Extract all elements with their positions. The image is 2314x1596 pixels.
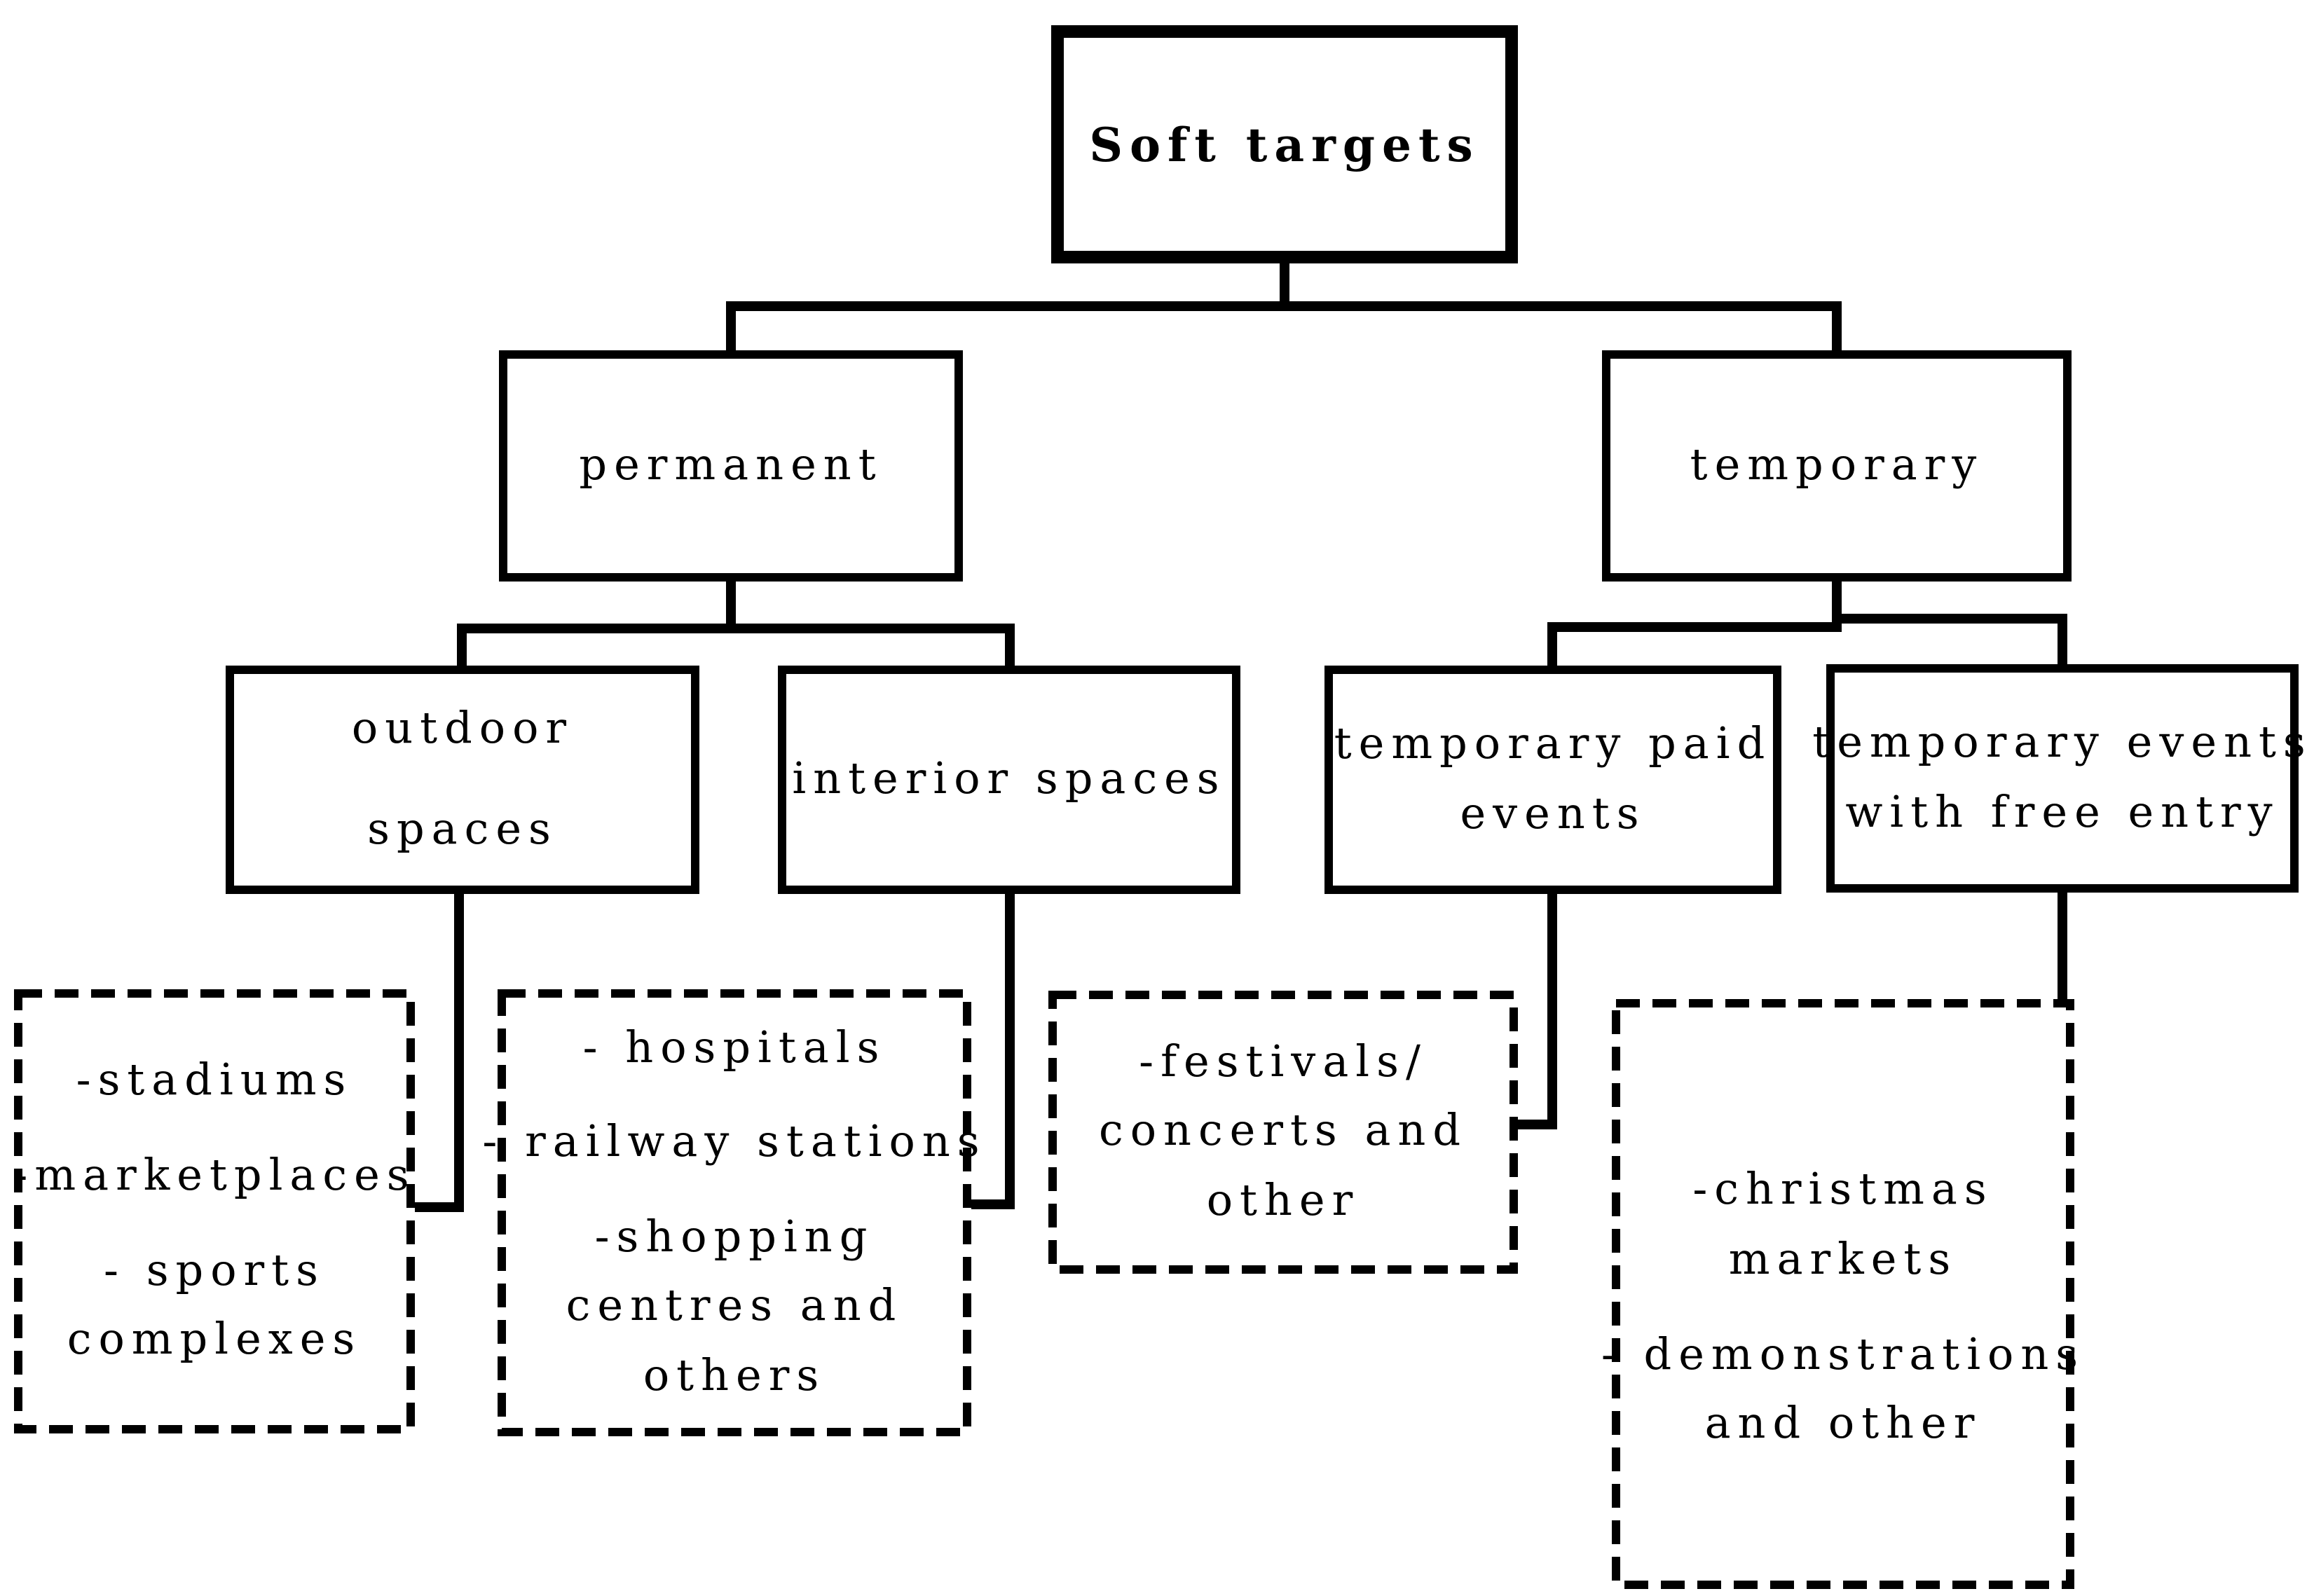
temporary-paid-events-label: temporary paid events bbox=[1334, 718, 1772, 839]
connector-permanent-stub bbox=[726, 582, 736, 629]
node-temporary-paid-events: temporary paid events bbox=[1324, 666, 1781, 894]
node-soft-targets: Soft targets bbox=[1051, 25, 1518, 263]
leaf-outdoor-items: -stadiums -marketplaces - sports complex… bbox=[13, 989, 416, 1433]
connector-outdoor-leaf-elbow bbox=[411, 1202, 464, 1212]
leaf-festivals-content: -festivals/ concerts and other bbox=[1099, 1028, 1467, 1237]
list-item: - railway stations bbox=[482, 1117, 987, 1168]
leaf-interior-items: - hospitals - railway stations -shopping… bbox=[482, 989, 980, 1436]
list-item: -festivals/ concerts and other bbox=[1098, 1036, 1468, 1226]
soft-targets-label: Soft targets bbox=[1089, 117, 1480, 172]
leaf-interior-content: - hospitals - railway stations -shopping… bbox=[482, 1014, 986, 1412]
outdoor-spaces-label: outdoor spaces bbox=[351, 703, 574, 854]
leaf-christmas-items: -christmas markets - demonstrations and … bbox=[1601, 999, 2078, 1589]
connector-permanent-horizontal bbox=[457, 624, 1015, 633]
connector-to-outdoor bbox=[457, 624, 467, 666]
list-item: -stadiums bbox=[76, 1055, 353, 1106]
connector-paid-leaf-vertical bbox=[1547, 894, 1557, 1129]
list-item: - demonstrations and other bbox=[1601, 1329, 2086, 1450]
node-interior-spaces: interior spaces bbox=[778, 666, 1240, 894]
list-item: - sports complexes bbox=[67, 1245, 362, 1365]
temporary-events-free-entry-label: temporary events with free entry bbox=[1812, 717, 2313, 837]
connector-temporary-horizontal-right bbox=[1832, 614, 2067, 624]
list-item: -christmas markets bbox=[1692, 1164, 1994, 1285]
node-permanent: permanent bbox=[499, 350, 963, 582]
connector-level1-horizontal bbox=[726, 301, 1842, 311]
connector-to-permanent bbox=[726, 301, 736, 350]
leaf-christmas-content: -christmas markets - demonstrations and … bbox=[1601, 1129, 2085, 1460]
list-item: - hospitals bbox=[582, 1022, 886, 1073]
connector-interior-leaf-vertical bbox=[1005, 894, 1015, 1209]
permanent-label: permanent bbox=[579, 439, 883, 490]
connector-interior-leaf-elbow bbox=[967, 1199, 1015, 1209]
connector-to-free-events bbox=[2058, 614, 2067, 664]
connector-root-stub bbox=[1280, 263, 1289, 311]
node-temporary-events-free-entry: temporary events with free entry bbox=[1812, 664, 2306, 893]
connector-to-paid-events bbox=[1547, 622, 1557, 666]
connector-free-leaf-vertical bbox=[2058, 893, 2067, 1007]
node-outdoor-spaces: outdoor spaces bbox=[226, 666, 699, 894]
connector-to-temporary bbox=[1832, 301, 1842, 350]
temporary-label: temporary bbox=[1690, 439, 1984, 490]
connector-paid-leaf-elbow bbox=[1514, 1120, 1557, 1129]
connector-temporary-horizontal-left bbox=[1547, 622, 1842, 632]
leaf-outdoor-content: -stadiums -marketplaces - sports complex… bbox=[13, 1047, 416, 1376]
connector-to-interior bbox=[1005, 624, 1015, 666]
list-item: -shopping centres and others bbox=[566, 1211, 903, 1401]
leaf-festivals-items: -festivals/ concerts and other bbox=[1048, 991, 1518, 1274]
connector-outdoor-leaf-vertical bbox=[454, 894, 464, 1212]
node-temporary: temporary bbox=[1602, 350, 2072, 582]
interior-spaces-label: interior spaces bbox=[792, 753, 1226, 804]
list-item: -marketplaces bbox=[13, 1150, 416, 1201]
